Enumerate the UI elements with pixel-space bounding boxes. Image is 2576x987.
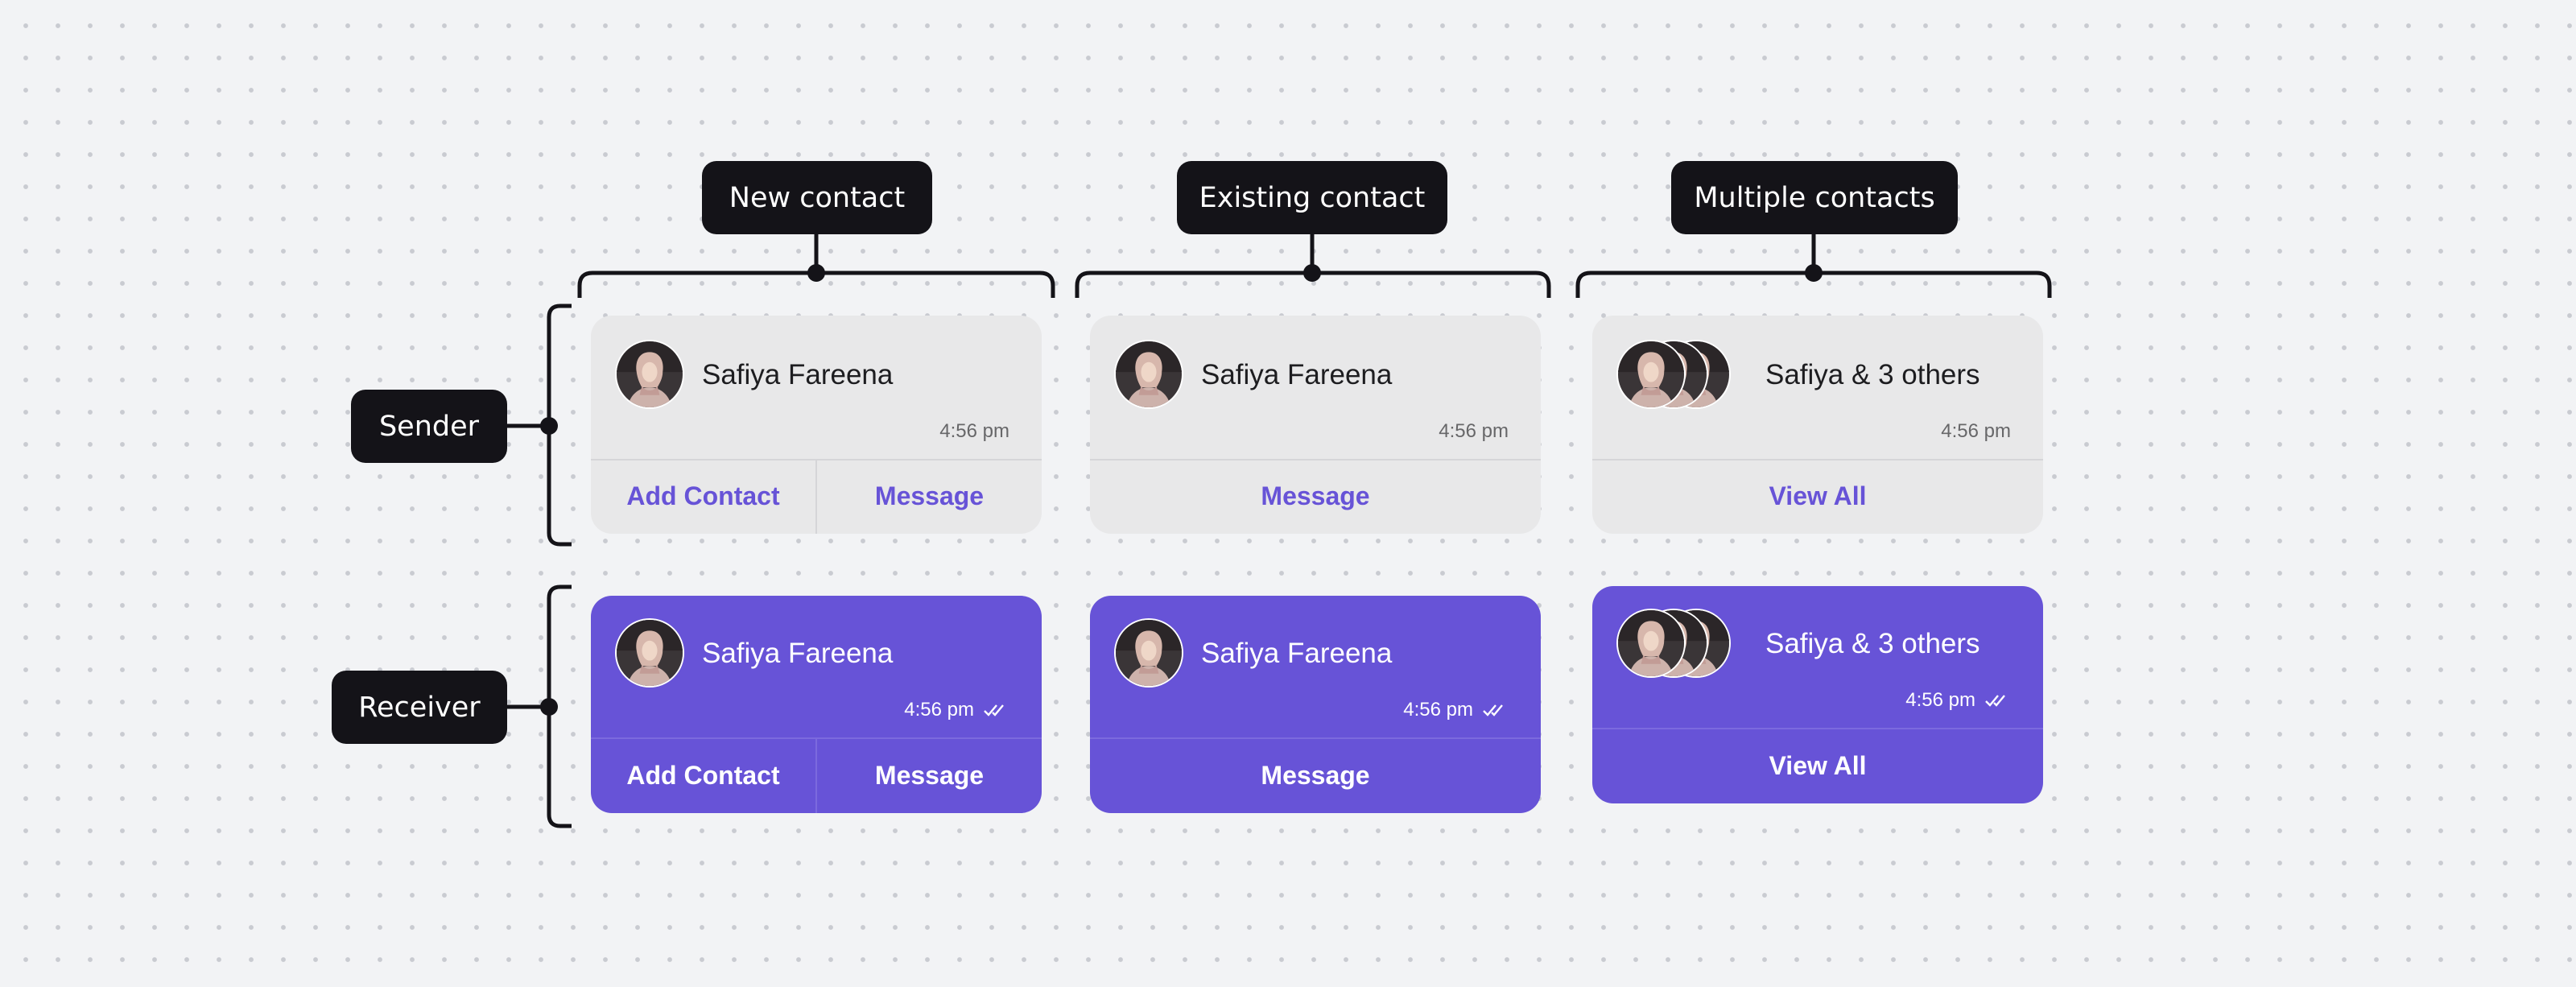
contact-avatar-1 [1616,609,1686,678]
card-divider [1090,459,1541,460]
row-label-receiver: Receiver [332,671,507,744]
double-check-icon [1985,695,2005,707]
receiver-new-contact-card: Safiya Fareena 4:56 pm Add Contact Messa… [591,596,1042,813]
view-all-button[interactable]: View All [1769,481,1867,510]
contact-name: Safiya Fareena [702,359,894,390]
group-name: Safiya & 3 others [1765,359,1980,390]
message-button[interactable]: Message [1261,481,1370,510]
sender-new-contact-card: Safiya Fareena 4:56 pm Add Contact Messa… [591,316,1042,534]
contact-avatar-1 [1616,340,1686,409]
contact-avatar [615,618,684,688]
sender-existing-contact-card: Safiya Fareena 4:56 pm Message [1090,316,1541,534]
contact-name: Safiya Fareena [1201,638,1393,669]
view-all-button[interactable]: View All [1769,750,1867,780]
time-text: 4:56 pm [1905,689,1975,711]
time-text: 4:56 pm [904,699,974,721]
time-text: 4:56 pm [939,420,1009,442]
contact-avatar [1114,340,1183,409]
message-button[interactable]: Message [1261,760,1370,790]
message-time: 4:56 pm [904,699,1009,721]
time-text: 4:56 pm [1403,699,1473,721]
message-time: 4:56 pm [1941,420,2011,443]
column-label-new-contact: New contact [702,161,932,234]
message-time: 4:56 pm [1403,699,1509,721]
receiver-multiple-contacts-card: Safiya & 3 others 4:56 pm View All [1592,586,2043,803]
message-time: 4:56 pm [1439,420,1509,443]
double-check-icon [1483,704,1503,717]
add-contact-button[interactable]: Add Contact [626,481,780,510]
sender-multiple-contacts-card: Safiya & 3 others 4:56 pm View All [1592,316,2043,534]
contact-name: Safiya Fareena [1201,359,1393,390]
group-name: Safiya & 3 others [1765,628,1980,659]
row-label-sender: Sender [351,390,507,463]
column-label-multiple-contacts: Multiple contacts [1671,161,1958,234]
contact-name: Safiya Fareena [702,638,894,669]
message-button[interactable]: Message [815,737,1042,813]
contact-avatar [1114,618,1183,688]
double-check-icon [984,704,1004,717]
card-divider [1592,459,2043,460]
card-divider [1592,728,2043,729]
receiver-existing-contact-card: Safiya Fareena 4:56 pm Message [1090,596,1541,813]
message-time: 4:56 pm [939,420,1009,443]
time-text: 4:56 pm [1941,420,2011,442]
add-contact-button[interactable]: Add Contact [626,760,780,790]
message-button[interactable]: Message [815,459,1042,534]
contact-avatar [615,340,684,409]
card-divider [1090,737,1541,739]
message-time: 4:56 pm [1905,689,2011,712]
column-label-existing-contact: Existing contact [1177,161,1447,234]
time-text: 4:56 pm [1439,420,1509,442]
